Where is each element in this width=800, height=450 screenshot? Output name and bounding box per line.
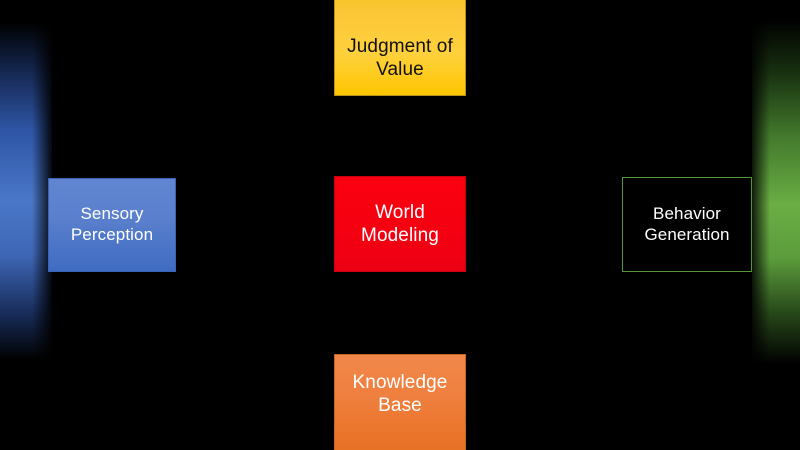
box-judgment-of-value-label: Judgment of Value — [347, 35, 453, 80]
green-glow — [752, 0, 800, 450]
box-knowledge-base-label: Knowledge Base — [352, 372, 448, 417]
box-world-modeling[interactable]: World Modeling — [334, 176, 466, 272]
box-judgment-of-value[interactable]: Judgment of Value — [334, 0, 466, 96]
box-sensory-perception-label: Sensory Perception — [70, 204, 154, 244]
box-world-modeling-label: World Modeling — [361, 201, 439, 246]
box-behavior-generation-label: Behavior Generation — [644, 203, 730, 244]
blue-glow — [0, 0, 52, 450]
box-knowledge-base[interactable]: Knowledge Base — [334, 354, 466, 450]
box-behavior-generation[interactable]: Behavior Generation — [622, 177, 752, 272]
box-sensory-perception[interactable]: Sensory Perception — [48, 178, 176, 272]
